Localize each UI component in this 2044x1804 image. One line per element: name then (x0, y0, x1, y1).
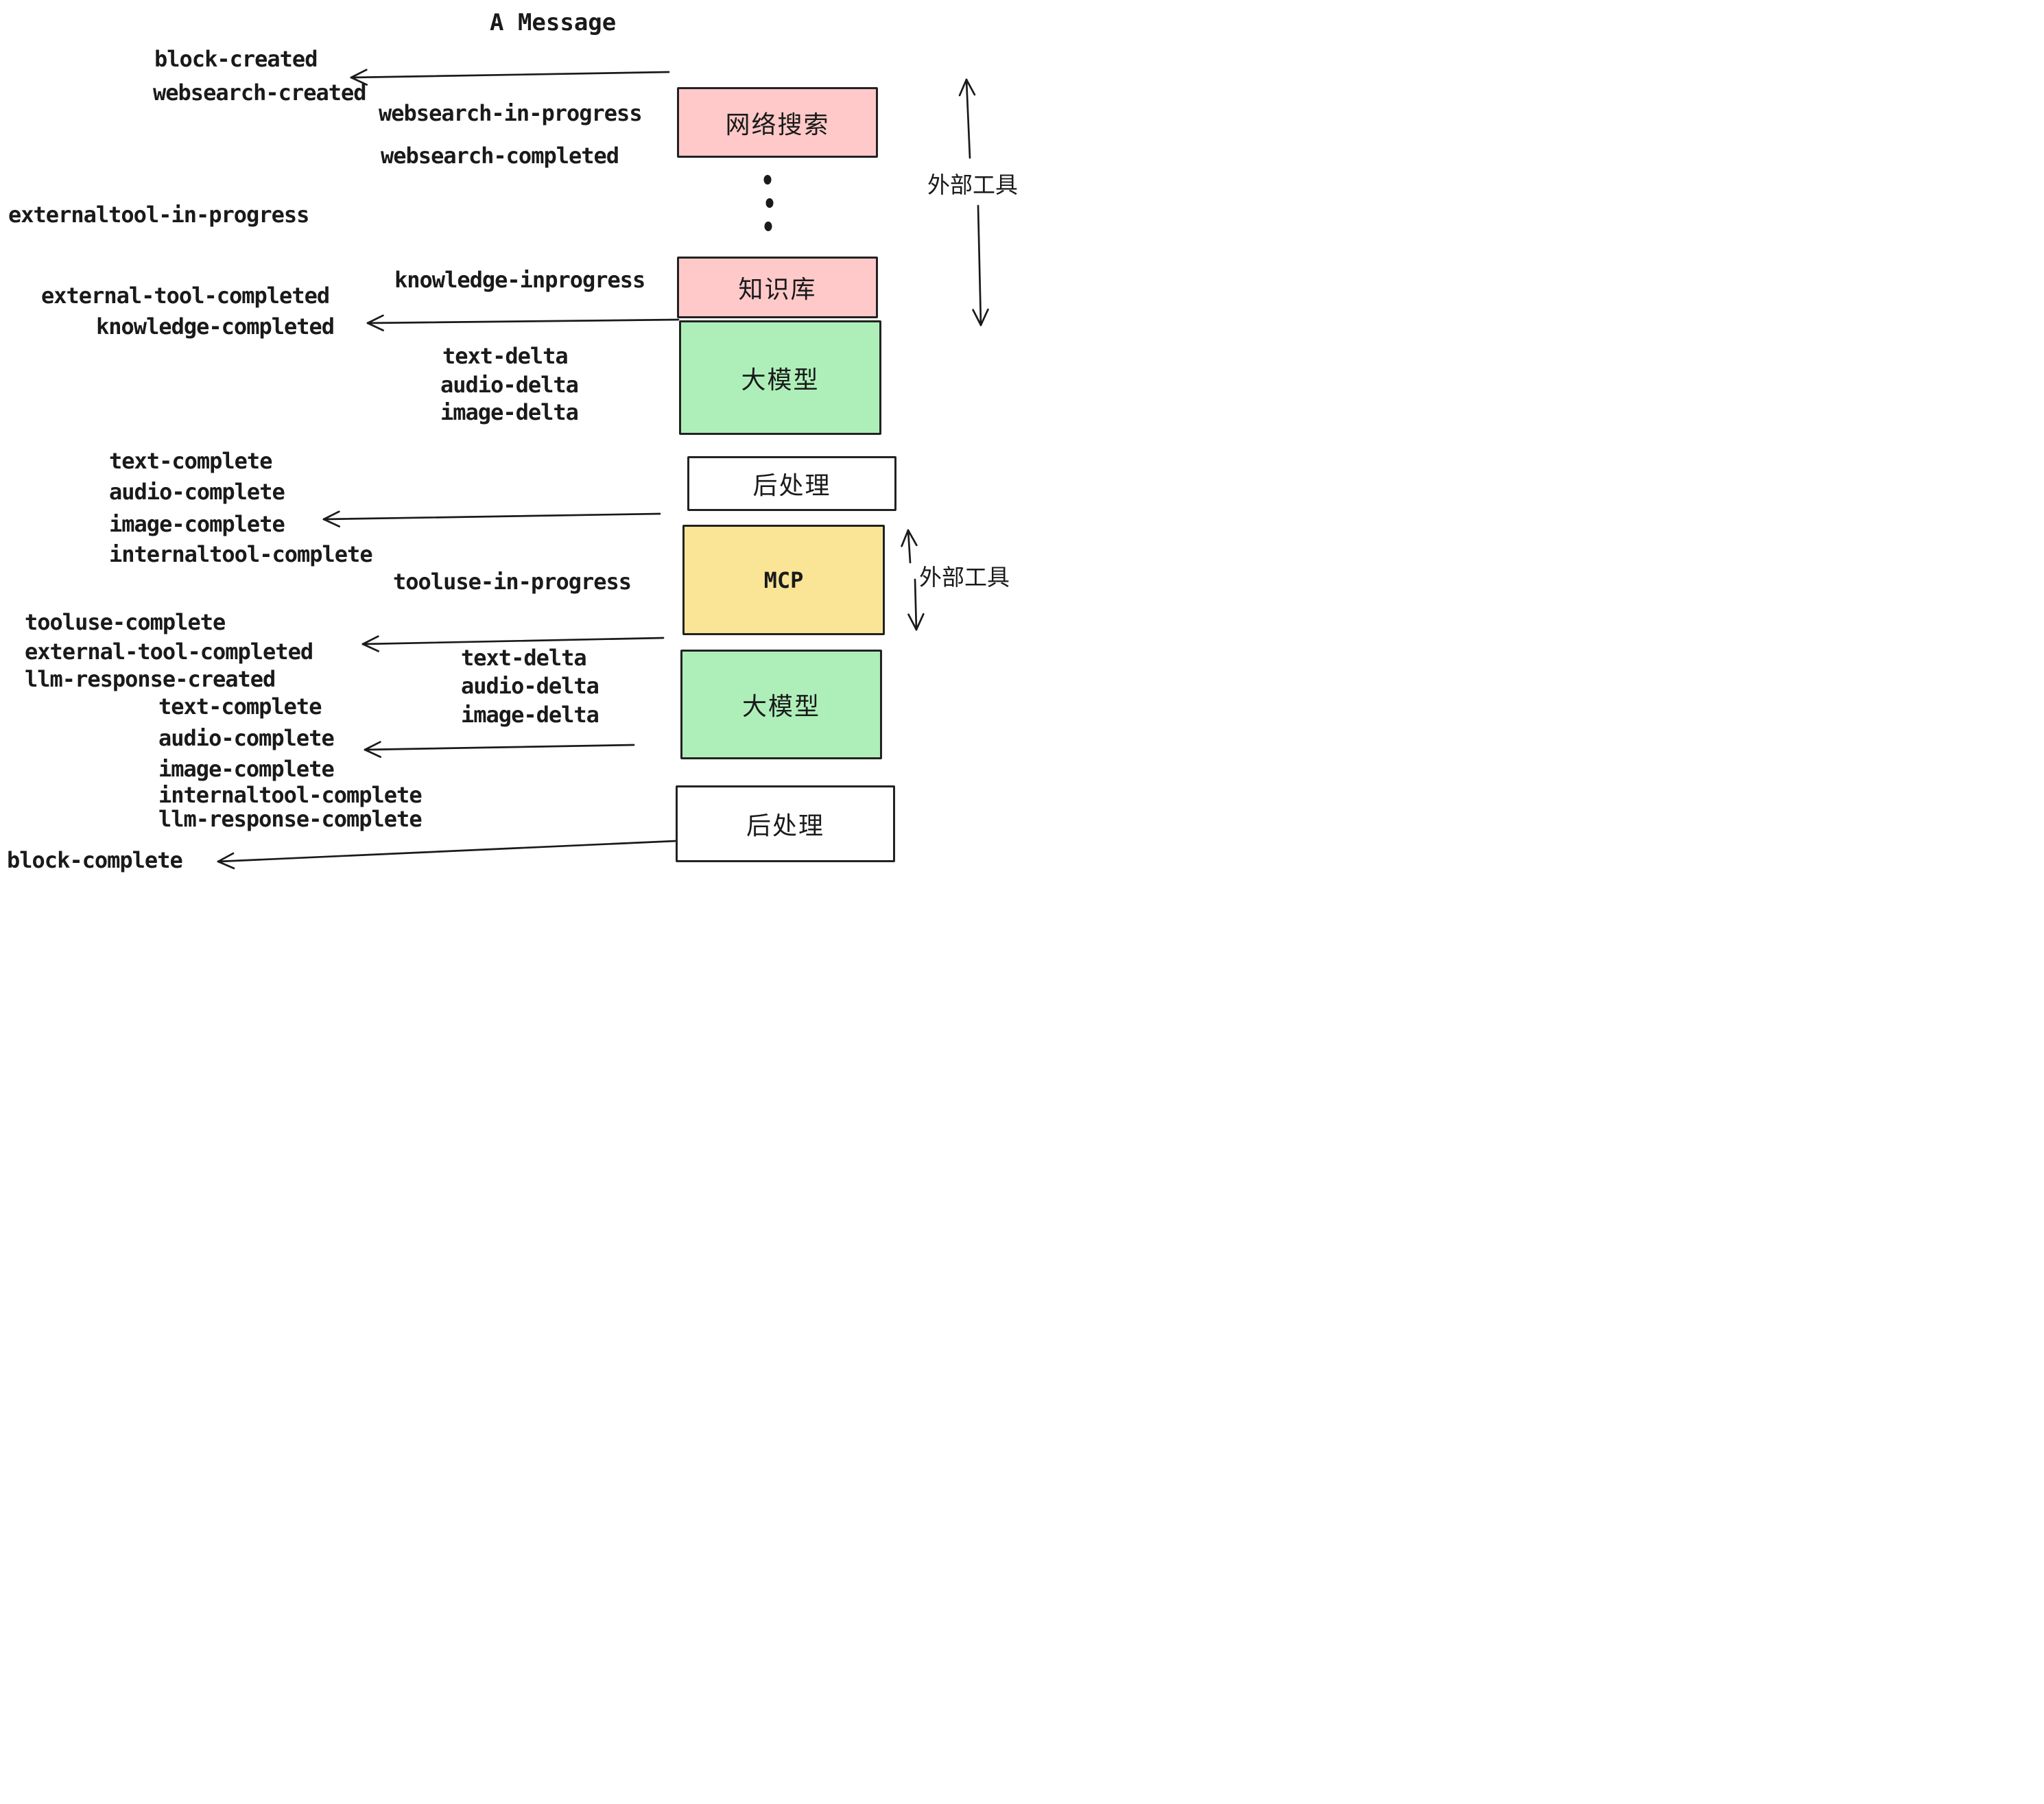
box-label-mcp: MCP (763, 567, 804, 593)
event-external-tool-completed-2: external-tool-completed (25, 639, 313, 665)
arrow-block-complete (217, 840, 678, 870)
event-image-complete-2: image-complete (158, 756, 335, 782)
event-websearch-in-progress: websearch-in-progress (379, 100, 643, 126)
box-label-postprocess-2: 后处理 (746, 812, 824, 840)
box-label-knowledge: 知识库 (738, 276, 817, 304)
event-websearch-created: websearch-created (153, 80, 367, 106)
event-audio-delta-1: audio-delta (440, 372, 579, 398)
box-label-websearch: 网络搜索 (725, 110, 830, 139)
box-postprocess-1: 后处理 (687, 456, 896, 511)
event-image-delta-1: image-delta (440, 399, 579, 425)
arrow-external-down-1 (972, 204, 989, 327)
arrow-image-complete (322, 510, 661, 527)
ellipsis-dots (763, 175, 774, 231)
event-image-delta-2: image-delta (461, 702, 599, 728)
event-knowledge-inprogress: knowledge-inprogress (394, 267, 645, 293)
event-block-created: block-created (154, 46, 318, 72)
event-audio-complete-1: audio-complete (109, 479, 285, 505)
side-label-external-tools-1: 外部工具 (927, 171, 1018, 198)
event-block-complete: block-complete (7, 847, 183, 873)
arrow-knowledge-completed (366, 314, 680, 331)
event-text-delta-2: text-delta (461, 645, 587, 671)
event-text-delta-1: text-delta (442, 343, 569, 369)
page-title: A Message (490, 9, 617, 36)
arrow-audio-complete (364, 741, 635, 758)
event-external-tool-completed-1: external-tool-completed (41, 283, 330, 309)
box-knowledge: 知识库 (677, 257, 878, 318)
box-mcp: MCP (682, 525, 885, 635)
event-knowledge-completed: knowledge-completed (96, 313, 335, 340)
box-websearch: 网络搜索 (677, 87, 878, 158)
box-label-llm-2: 大模型 (741, 693, 820, 721)
event-internaltool-complete-1: internaltool-complete (109, 541, 373, 567)
event-llm-response-complete: llm-response-complete (158, 806, 423, 832)
arrows-layer (217, 69, 989, 870)
event-text-complete-2: text-complete (158, 693, 322, 720)
event-audio-complete-2: audio-complete (158, 725, 335, 751)
event-image-complete-1: image-complete (109, 511, 285, 537)
box-llm-1: 大模型 (679, 320, 881, 435)
event-audio-delta-2: audio-delta (461, 673, 599, 699)
event-text-complete-1: text-complete (109, 448, 272, 474)
arrow-external-up-2 (901, 529, 918, 564)
box-label-postprocess-1: 后处理 (752, 472, 831, 500)
box-label-llm-1: 大模型 (741, 366, 820, 394)
arrow-external-down-2 (907, 578, 925, 631)
event-externaltool-in-progress: externaltool-in-progress (8, 202, 309, 228)
side-label-external-tools-2: 外部工具 (919, 564, 1010, 591)
event-internaltool-complete-2: internaltool-complete (158, 782, 423, 808)
box-postprocess-2: 后处理 (676, 785, 895, 862)
event-llm-response-created: llm-response-created (25, 666, 276, 692)
event-tooluse-complete: tooluse-complete (25, 609, 226, 635)
event-tooluse-in-progress: tooluse-in-progress (393, 569, 632, 595)
arrow-tooluse-complete (361, 635, 665, 652)
event-websearch-completed: websearch-completed (381, 143, 619, 169)
arrow-block-created (350, 69, 670, 86)
arrow-external-up-1 (958, 78, 976, 159)
box-llm-2: 大模型 (680, 650, 882, 759)
